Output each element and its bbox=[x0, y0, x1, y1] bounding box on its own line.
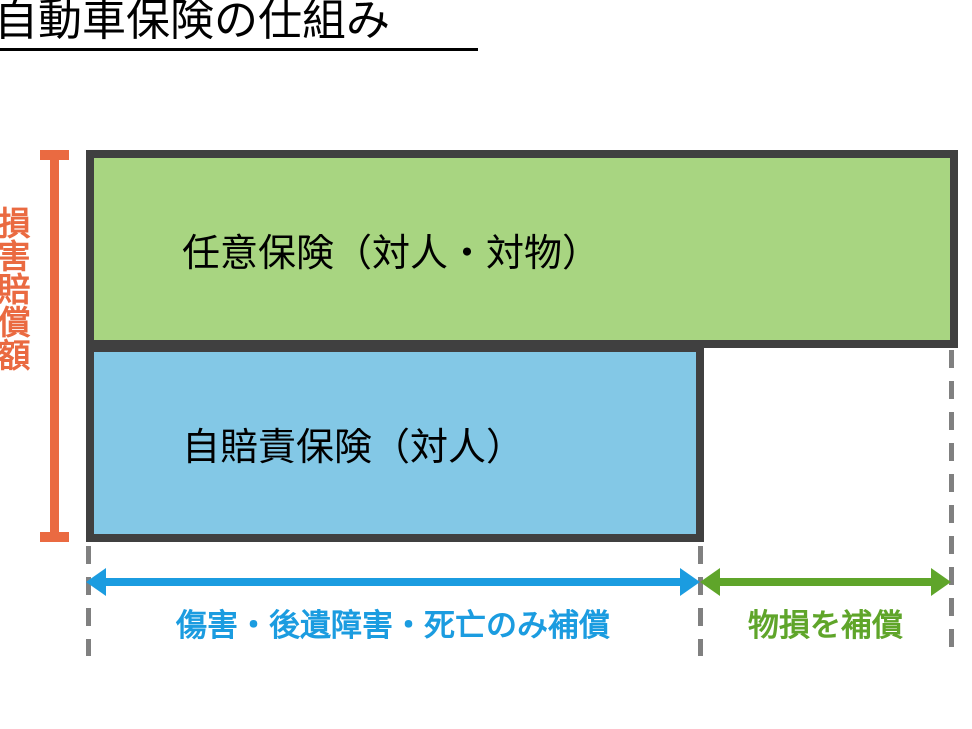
insurance-structure-chart: 任意保険（対人・対物） 自賠責保険（対人） bbox=[86, 150, 958, 542]
bracket-bottom-cap bbox=[40, 532, 69, 542]
arrow-head-left-icon bbox=[86, 568, 106, 596]
page-title: 自動車保険の仕組み bbox=[0, 0, 494, 60]
voluntary-insurance-box: 任意保険（対人・対物） bbox=[86, 150, 958, 348]
guide-line-right bbox=[949, 350, 954, 656]
title-underline bbox=[0, 48, 478, 51]
compulsory-insurance-label: 自賠責保険（対人） bbox=[182, 424, 525, 469]
guide-line-left bbox=[86, 546, 91, 656]
injury-coverage-caption: 傷害・後遺障害・死亡のみ補償 bbox=[176, 608, 610, 644]
arrow-shaft bbox=[718, 578, 933, 586]
arrow-head-left-icon bbox=[700, 568, 720, 596]
uncovered-property-area bbox=[700, 344, 958, 542]
property-coverage-arrow bbox=[700, 567, 951, 597]
arrow-shaft bbox=[104, 578, 682, 586]
compulsory-insurance-box: 自賠責保険（対人） bbox=[86, 344, 704, 542]
guide-line-middle bbox=[698, 546, 703, 656]
page-title-text: 自動車保険の仕組み bbox=[0, 0, 390, 46]
arrow-head-right-icon bbox=[680, 568, 700, 596]
voluntary-insurance-label: 任意保険（対人・対物） bbox=[182, 230, 601, 275]
property-coverage-caption: 物損を補償 bbox=[748, 608, 903, 644]
damage-amount-bracket bbox=[40, 150, 69, 542]
injury-coverage-arrow bbox=[86, 567, 700, 597]
vertical-axis-label: 損害賠償額 bbox=[0, 206, 31, 371]
bracket-stem bbox=[50, 150, 59, 542]
arrow-head-right-icon bbox=[931, 568, 951, 596]
